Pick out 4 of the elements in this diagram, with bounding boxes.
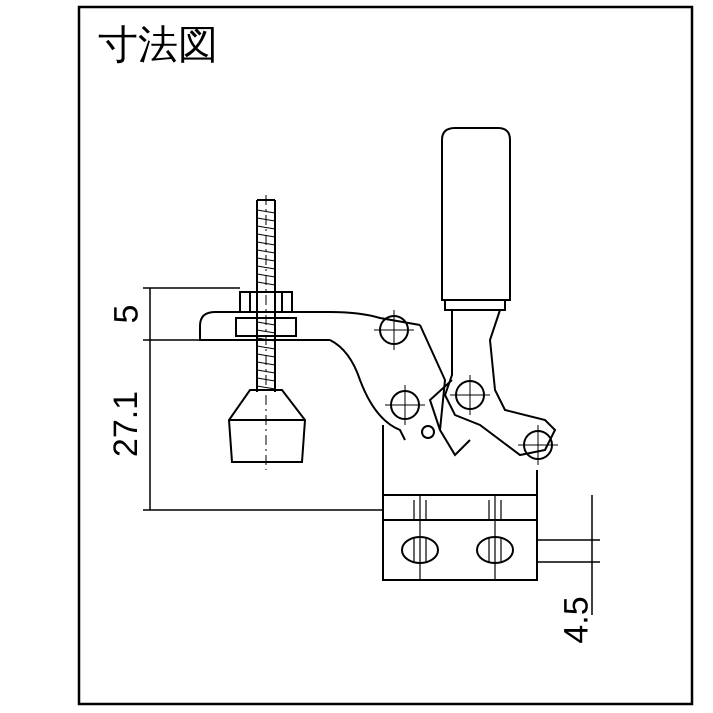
dimension-label: 5: [108, 304, 143, 324]
dimension-label: 4.5: [559, 596, 594, 644]
title: 寸法図: [98, 22, 218, 68]
dimension-label: 27.1: [109, 390, 144, 458]
